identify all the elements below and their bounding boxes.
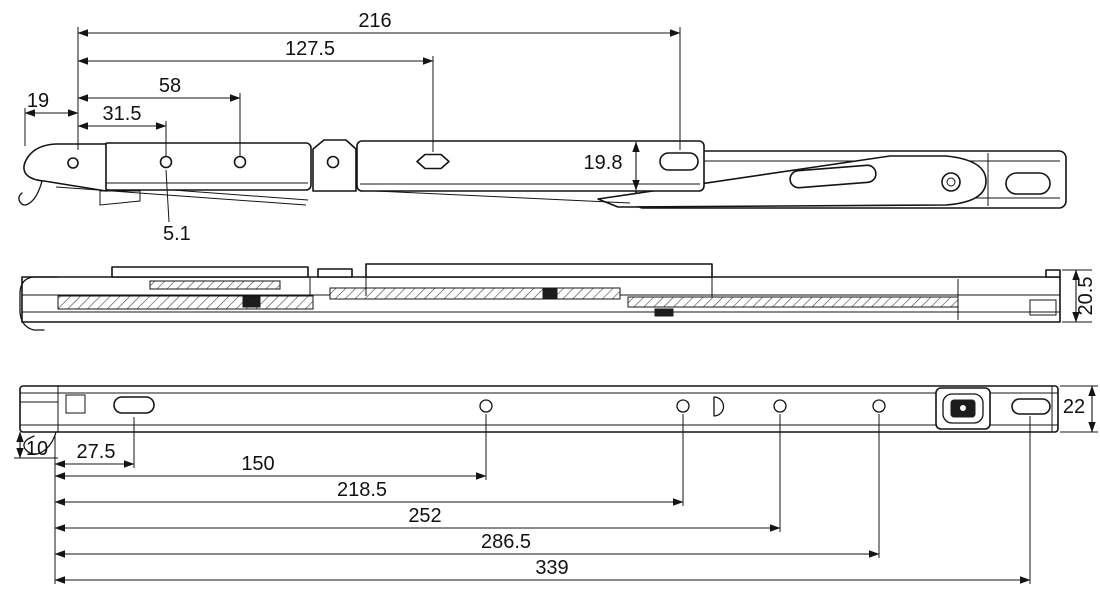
mount-hole-1 bbox=[479, 399, 493, 413]
dim-text-216: 216 bbox=[358, 10, 391, 32]
hidden-lever-line bbox=[374, 190, 631, 204]
clamp-block-inner bbox=[942, 393, 984, 424]
bottom-view-dimensions: 10 22 27.5 150 218.5 252 bbox=[14, 385, 1098, 584]
d-shaped-hole bbox=[713, 396, 725, 417]
bottom-view: 10 22 27.5 150 218.5 252 bbox=[14, 385, 1098, 584]
bar-slot bbox=[659, 152, 699, 171]
hatched-section bbox=[627, 296, 959, 308]
rivet-hole-2 bbox=[233, 155, 247, 169]
top-tab bbox=[317, 268, 353, 278]
dim-text-19-8: 19.8 bbox=[584, 152, 623, 174]
dim-text-10: 10 bbox=[26, 438, 48, 460]
link-bar-long bbox=[356, 140, 705, 192]
square-hole bbox=[65, 394, 86, 414]
dim-text-27-5: 27.5 bbox=[77, 441, 116, 463]
dim-text-19: 19 bbox=[27, 90, 49, 112]
dim-text-286-5: 286.5 bbox=[481, 531, 531, 553]
rail-body bbox=[19, 385, 1059, 433]
pin-detail bbox=[542, 288, 558, 299]
rivet-hole-1 bbox=[159, 155, 173, 169]
hatched-section bbox=[329, 287, 621, 300]
dim-text-218-5: 218.5 bbox=[337, 479, 387, 501]
dim-text-127-5: 127.5 bbox=[285, 38, 335, 60]
top-view: 216 127.5 58 19 31.5 19.8 5.1 bbox=[18, 10, 1067, 245]
arm-rivet-center bbox=[946, 177, 956, 187]
hatched-section bbox=[57, 295, 314, 310]
dim-text-150: 150 bbox=[241, 453, 274, 475]
pin-detail bbox=[242, 296, 261, 308]
hook-bottom bbox=[23, 431, 57, 455]
end-lip bbox=[1045, 269, 1061, 278]
arm-slot bbox=[789, 164, 877, 189]
side-view-part bbox=[19, 263, 1061, 331]
dim-text-22: 22 bbox=[1063, 396, 1085, 418]
arm-rivet bbox=[941, 172, 961, 192]
dim-text-58: 58 bbox=[159, 75, 181, 97]
hook-tail bbox=[18, 180, 43, 206]
dim-text-5-1: 5.1 bbox=[163, 223, 191, 245]
mount-hole-3 bbox=[773, 399, 787, 413]
clamp-nut-center bbox=[960, 405, 966, 411]
side-view-dimensions: 20.5 bbox=[1062, 269, 1097, 323]
end-detail bbox=[1029, 299, 1057, 316]
top-view-dimensions: 216 127.5 58 19 31.5 19.8 5.1 bbox=[24, 10, 681, 245]
dim-text-31-5: 31.5 bbox=[103, 103, 142, 125]
hook-profile bbox=[19, 276, 59, 331]
end-bracket-slot bbox=[1005, 172, 1051, 195]
mount-slot-right bbox=[1011, 398, 1051, 415]
hook-end bbox=[23, 143, 107, 192]
hook-hole bbox=[67, 157, 79, 169]
leader-line-5-1 bbox=[165, 169, 170, 223]
bottom-view-part bbox=[19, 385, 1059, 455]
top-view-part bbox=[18, 139, 1067, 209]
dim-text-339: 339 bbox=[535, 557, 568, 579]
top-strip-right bbox=[365, 263, 713, 278]
mount-slot-left bbox=[113, 396, 155, 414]
dim-text-252: 252 bbox=[408, 505, 441, 527]
hatched-section bbox=[149, 280, 281, 290]
dim-text-20-5: 20.5 bbox=[1075, 277, 1097, 316]
pin-detail bbox=[654, 308, 674, 317]
hex-hole bbox=[416, 153, 450, 170]
mount-hole-2 bbox=[676, 399, 690, 413]
mount-hole-4 bbox=[872, 399, 886, 413]
side-view: 20.5 bbox=[19, 263, 1097, 331]
top-strip-left bbox=[111, 266, 309, 278]
pivot-detail bbox=[99, 190, 141, 206]
knuckle-hole bbox=[326, 155, 340, 169]
